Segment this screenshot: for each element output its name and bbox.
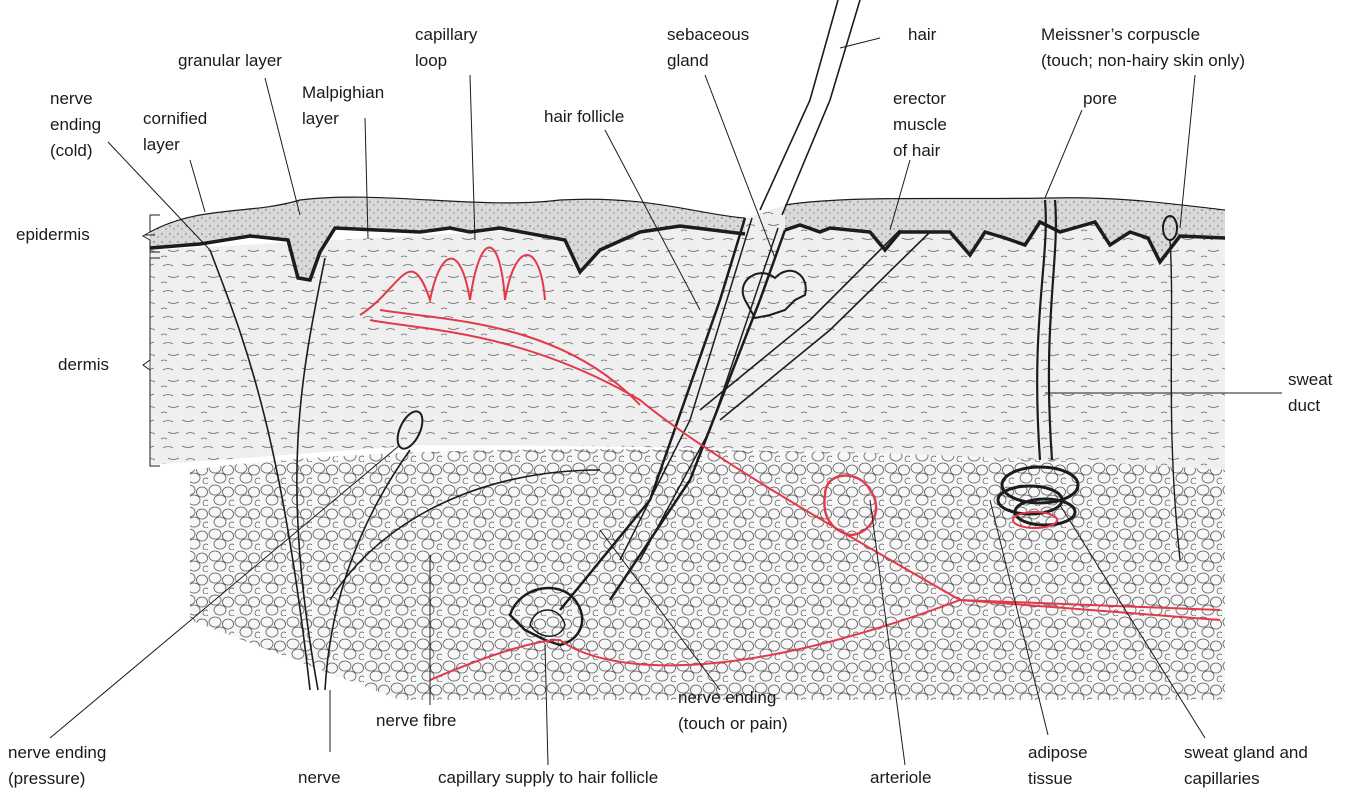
label-nerve-ending-pressure: nerve ending (pressure) [8, 743, 111, 788]
label-adipose-tissue: adipose tissue [1028, 743, 1092, 788]
label-nerve: nerve [298, 768, 341, 787]
hair-shaft [760, 0, 860, 215]
label-hair: hair [908, 25, 937, 44]
label-meissners-corpuscle: Meissner’s corpuscle (touch; non-hairy s… [1041, 25, 1245, 70]
label-erector-muscle: erector muscle of hair [893, 89, 952, 160]
label-sweat-duct: sweat duct [1288, 370, 1337, 415]
adipose-layer [190, 449, 1225, 700]
label-nerve-ending-cold: nerve ending (cold) [50, 89, 106, 160]
label-sweat-gland: sweat gland and capillaries [1184, 743, 1313, 788]
label-capillary-supply: capillary supply to hair follicle [438, 768, 658, 787]
label-sebaceous-gland: sebaceous gland [667, 25, 754, 70]
label-nerve-ending-touch: nerve ending (touch or pain) [678, 688, 788, 733]
label-malpighian-layer: Malpighian layer [302, 83, 389, 128]
label-cornified-layer: cornified layer [143, 109, 212, 154]
label-nerve-fibre: nerve fibre [376, 711, 456, 730]
label-hair-follicle: hair follicle [544, 107, 624, 126]
label-dermis: dermis [58, 355, 109, 374]
label-granular-layer: granular layer [178, 51, 282, 70]
label-capillary-loop: capillary loop [415, 25, 482, 70]
label-arteriole: arteriole [870, 768, 931, 787]
label-epidermis: epidermis [16, 225, 90, 244]
label-pore: pore [1083, 89, 1117, 108]
